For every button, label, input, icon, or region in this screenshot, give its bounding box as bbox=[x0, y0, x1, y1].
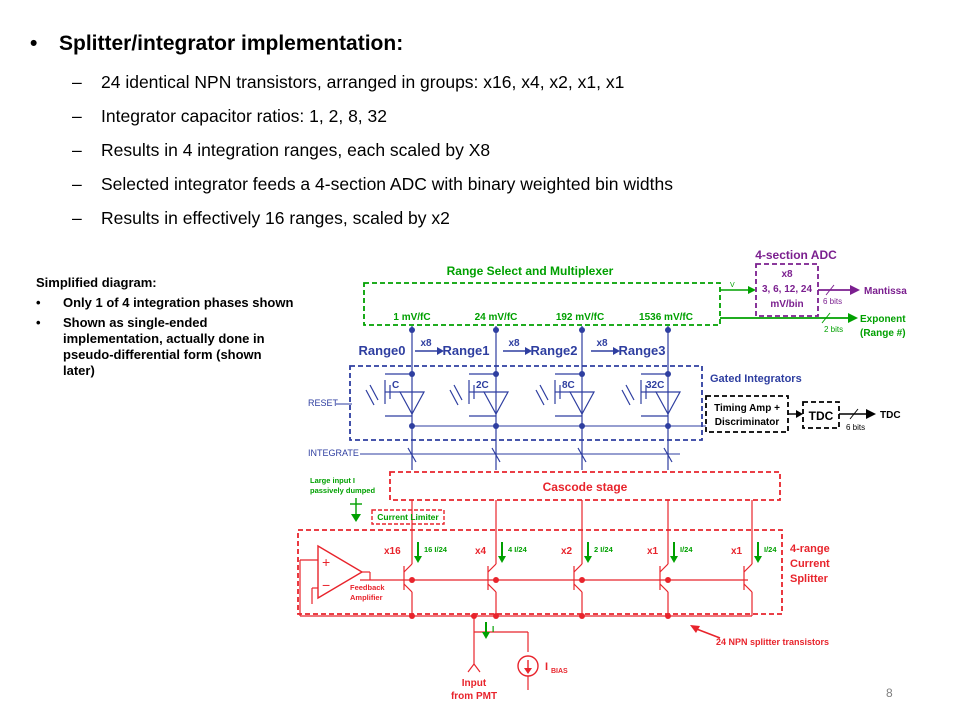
splitter-group-label: x1 bbox=[647, 546, 659, 557]
range-label: Range0 bbox=[359, 343, 406, 358]
integrator-cell bbox=[365, 326, 426, 470]
adc-block: 4-section ADC x8 3, 6, 12, 24 mV/bin 6 b… bbox=[755, 248, 907, 317]
range-select-box bbox=[363, 282, 721, 326]
exponent-sub-label: (Range #) bbox=[860, 328, 906, 339]
splitter-group-label: x2 bbox=[561, 546, 573, 557]
capacitor-label: 32C bbox=[646, 380, 664, 391]
sub-bullet-text: Results in 4 integration ranges, each sc… bbox=[101, 140, 491, 160]
range-scale: x8 bbox=[508, 338, 520, 349]
input-label: Input bbox=[462, 678, 487, 689]
npn-transistors bbox=[403, 540, 753, 616]
branch-current: 16 I/24 bbox=[424, 545, 448, 554]
v-label: V bbox=[730, 282, 735, 289]
sensitivity-label: 1536 mV/fC bbox=[639, 312, 693, 323]
splitter-group-label: x4 bbox=[475, 546, 487, 557]
tdc-output-label: TDC bbox=[880, 410, 901, 421]
diagram-notes: Simplified diagram: •Only 1 of 4 integra… bbox=[36, 275, 296, 383]
current-splitter-block: 4-range Current Splitter x16 x4 x2 x1 x1 bbox=[297, 529, 830, 619]
gated-integrators-box bbox=[349, 365, 703, 441]
current-limiter: Large input I passively dumped Current L… bbox=[310, 476, 445, 525]
sensitivity-label: 1 mV/fC bbox=[393, 312, 430, 323]
feedback-label: Feedback bbox=[350, 583, 385, 592]
mantissa-label: Mantissa bbox=[864, 286, 907, 297]
capacitor-label: 2C bbox=[476, 380, 489, 391]
large-input-label: Large input I bbox=[310, 476, 355, 485]
notes-item: •Only 1 of 4 integration phases shown bbox=[36, 295, 294, 310]
current-splitter-box bbox=[297, 529, 783, 615]
current-limiter-box bbox=[371, 509, 445, 525]
reset-label: RESET bbox=[308, 398, 339, 408]
sensitivity-label: 24 mV/fC bbox=[475, 312, 518, 323]
tdc-bits: 6 bits bbox=[846, 423, 865, 432]
ibias-label: I bbox=[545, 661, 548, 673]
splitter-label: Current bbox=[790, 558, 830, 570]
range-label: Range1 bbox=[443, 343, 490, 358]
range-scale: x8 bbox=[596, 338, 608, 349]
ibias-sub-label: BIAS bbox=[551, 668, 568, 675]
capacitor-label: 8C bbox=[562, 380, 575, 391]
timing-amp-label: Timing Amp + bbox=[714, 403, 780, 414]
integrate-switches bbox=[407, 447, 673, 463]
sub-bullet-text: Selected integrator feeds a 4-section AD… bbox=[101, 174, 673, 194]
feedback-label: Amplifier bbox=[350, 593, 383, 602]
tdc-box bbox=[802, 401, 840, 429]
range-select-block: Range Select and Multiplexer 1 mV/fC 24 … bbox=[363, 264, 906, 339]
sensitivity-label: 192 mV/fC bbox=[556, 312, 604, 323]
range-label: Range3 bbox=[619, 343, 666, 358]
feedback-amplifier: + − Feedback Amplifier bbox=[299, 544, 385, 616]
capacitor-label: C bbox=[392, 380, 399, 391]
timing-amp-label: Discriminator bbox=[715, 417, 780, 428]
main-bullet-text: Splitter/integrator implementation: bbox=[59, 32, 404, 55]
branch-current: 2 I/24 bbox=[594, 545, 614, 554]
range-label: Range2 bbox=[531, 343, 578, 358]
exponent-bits: 2 bits bbox=[824, 325, 843, 334]
input-current-label: I bbox=[492, 625, 494, 634]
integrator-cell bbox=[535, 326, 596, 470]
integrator-cell bbox=[621, 326, 682, 470]
npn-annotation: 24 NPN splitter transistors bbox=[690, 625, 829, 647]
current-arrows bbox=[417, 542, 759, 558]
sub-bullet-text: 24 identical NPN transistors, arranged i… bbox=[101, 72, 625, 92]
opamp-minus: − bbox=[322, 577, 330, 593]
adc-label: 4-section ADC bbox=[755, 248, 837, 262]
splitter-label: 4-range bbox=[790, 543, 830, 555]
notes-title: Simplified diagram: bbox=[36, 275, 157, 290]
splitter-label: Splitter bbox=[790, 573, 829, 585]
cascode-box bbox=[389, 471, 781, 501]
input-label: from PMT bbox=[451, 691, 497, 702]
integrate-label: INTEGRATE bbox=[308, 448, 359, 458]
sub-bullet-text: Integrator capacitor ratios: 1, 2, 8, 32 bbox=[101, 106, 387, 126]
gated-integrators-label: Gated Integrators bbox=[710, 373, 802, 385]
range-labels: Range0 Range1 Range2 Range3 x8 x8 x8 bbox=[359, 338, 666, 358]
cascode-block: Cascode stage bbox=[389, 471, 781, 540]
integrator-cell bbox=[449, 326, 510, 470]
range-select-label: Range Select and Multiplexer bbox=[447, 264, 614, 278]
splitter-group-label: x1 bbox=[731, 546, 743, 557]
large-input-label: passively dumped bbox=[310, 486, 375, 495]
tdc-box-label: TDC bbox=[809, 409, 834, 423]
current-limiter-label: Current Limiter bbox=[377, 512, 439, 522]
cascode-label: Cascode stage bbox=[543, 480, 628, 494]
adc-bins-unit: mV/bin bbox=[770, 299, 803, 310]
npn-label: 24 NPN splitter transistors bbox=[716, 637, 829, 647]
exponent-label: Exponent bbox=[860, 314, 906, 325]
branch-current: I/24 bbox=[764, 545, 777, 554]
adc-bins: 3, 6, 12, 24 bbox=[762, 284, 812, 295]
page-number: 8 bbox=[886, 686, 893, 700]
branch-current: 4 I/24 bbox=[508, 545, 528, 554]
input-block: I BIAS Input from PMT I bbox=[451, 616, 568, 702]
range-scale: x8 bbox=[420, 338, 432, 349]
gated-integrators-block: Gated Integrators RESET INTEGRATE C bbox=[308, 326, 802, 470]
notes-item: •Shown as single-ended implementation, a… bbox=[36, 315, 265, 378]
mantissa-bits: 6 bits bbox=[823, 297, 842, 306]
timing-block: Timing Amp + Discriminator TDC 6 bits TD… bbox=[705, 395, 901, 433]
sub-bullet-text: Results in effectively 16 ranges, scaled… bbox=[101, 208, 450, 228]
branch-current: I/24 bbox=[680, 545, 693, 554]
opamp-plus: + bbox=[322, 554, 330, 570]
bullet-dot: • bbox=[30, 32, 38, 55]
adc-scale: x8 bbox=[781, 269, 793, 280]
splitter-group-label: x16 bbox=[384, 546, 401, 557]
